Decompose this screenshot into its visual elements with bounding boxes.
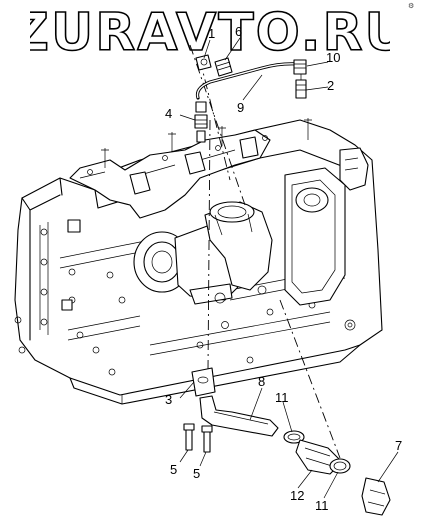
watermark-text: ZURAVTO.RU	[30, 3, 390, 60]
callout-12: 12	[290, 488, 304, 503]
oil-drain-tube	[183, 367, 391, 516]
callout-labels: 1 6 10 2 9 4 8 3 11 7 5 5 12 11	[165, 24, 402, 513]
callout-2: 2	[327, 78, 334, 93]
callout-11-lower: 11	[315, 498, 329, 513]
oil-supply-line	[195, 54, 307, 100]
callout-5-left: 5	[170, 462, 177, 477]
callout-9: 9	[237, 100, 244, 115]
callout-11-upper: 11	[275, 390, 289, 405]
fitting-4	[194, 101, 208, 143]
callout-3: 3	[165, 392, 172, 407]
callout-4: 4	[165, 106, 172, 121]
callout-5-right: 5	[193, 466, 200, 481]
block-bolt-holes	[14, 228, 356, 376]
callout-8: 8	[258, 374, 265, 389]
corner-gear-icon: ⚙	[408, 2, 415, 10]
leader-lines	[179, 37, 399, 499]
alignment-lines	[189, 44, 341, 459]
callout-10: 10	[326, 50, 340, 65]
watermark: ZURAVTO.RU	[30, 2, 390, 60]
callout-6: 6	[235, 24, 242, 39]
turbocharger	[133, 201, 273, 305]
callout-7: 7	[395, 438, 402, 453]
callout-1: 1	[208, 26, 215, 41]
